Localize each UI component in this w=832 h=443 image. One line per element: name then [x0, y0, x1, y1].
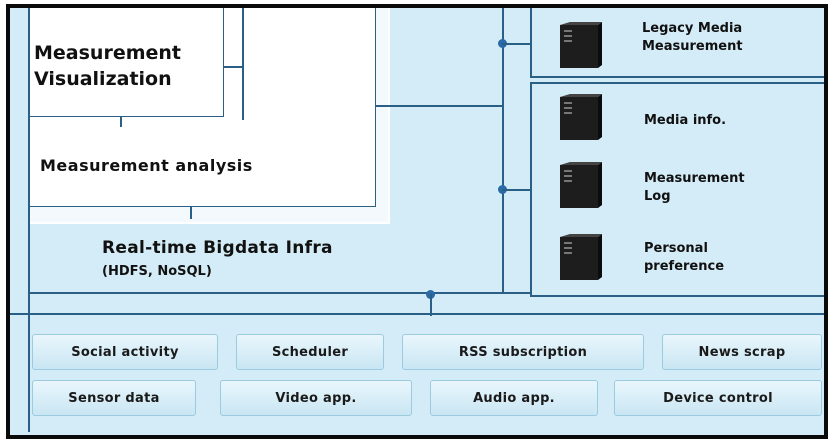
legacy-media-label: Legacy Media Measurement — [642, 21, 743, 54]
connector-line — [376, 105, 502, 107]
server-icon-measurement-log — [558, 162, 604, 210]
visualization-label: Measurement Visualization — [34, 42, 181, 90]
db-label-personal-preference: Personal preference — [644, 241, 725, 274]
frame-left-line — [28, 8, 30, 432]
connector-line — [120, 117, 122, 127]
architecture-diagram: Measurement Visualization Measurement an… — [6, 4, 828, 439]
server-icon — [558, 22, 604, 70]
connector-line — [242, 8, 244, 120]
bus-line — [502, 8, 504, 292]
db-label-media-info: Media info. — [644, 113, 727, 128]
connector-line — [190, 207, 192, 219]
measurement-visualization-box — [28, 8, 224, 117]
sources-panel-top-line — [10, 313, 824, 315]
connector-line — [502, 43, 530, 45]
server-icon-personal-preference — [558, 234, 604, 282]
source-news-scrap: News scrap — [662, 334, 822, 370]
source-sensor-data: Sensor data — [32, 380, 196, 416]
source-audio-app: Audio app. — [430, 380, 598, 416]
db-label-measurement-log: Measurement Log — [644, 171, 745, 204]
source-rss-subscription: RSS subscription — [402, 334, 644, 370]
server-icon-media-info — [558, 94, 604, 142]
analysis-label: Measurement analysis — [40, 156, 253, 175]
source-scheduler: Scheduler — [236, 334, 384, 370]
source-video-app: Video app. — [220, 380, 412, 416]
source-social-activity: Social activity — [32, 334, 218, 370]
connector-line — [430, 294, 432, 316]
infra-subtitle: (HDFS, NoSQL) — [102, 264, 212, 279]
connector-line — [502, 189, 530, 191]
infra-title: Real-time Bigdata Infra — [102, 238, 333, 258]
connector-line — [224, 66, 244, 68]
source-device-control: Device control — [614, 380, 822, 416]
